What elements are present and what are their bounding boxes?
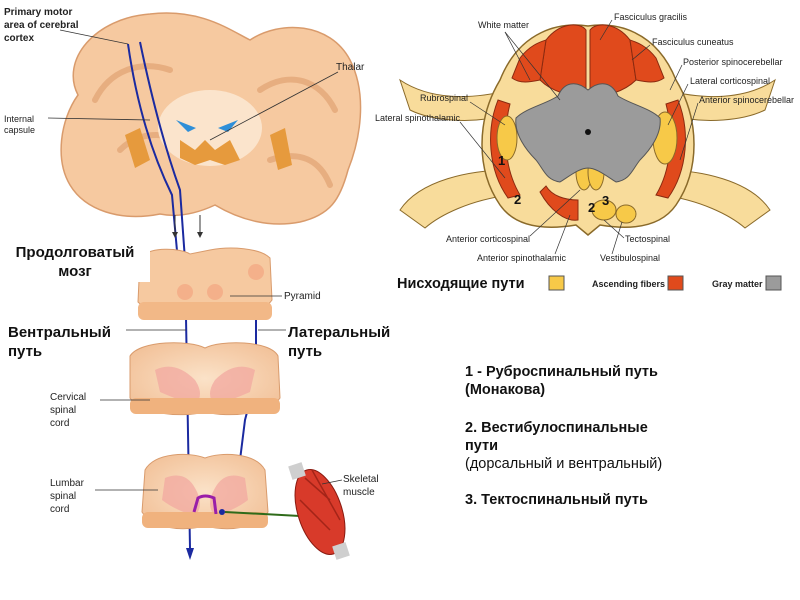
primary-motor-label-2: area of cerebral: [4, 20, 79, 31]
note-2-line-3: (дорсальный и вентральный): [465, 456, 662, 472]
marker-1: 1: [498, 153, 505, 168]
vestibulospinal-label: Vestibulospinal: [600, 253, 660, 263]
posterior-spinocerebellar-label: Posterior spinocerebellar: [683, 57, 783, 67]
lateral-tract-label-1: Латеральный: [288, 324, 390, 341]
note-2-line-1: 2. Вестибулоспинальные: [465, 420, 648, 436]
legend-ascending-label: Ascending fibers: [592, 279, 665, 289]
legend-descending-swatch: [549, 276, 564, 290]
tectospinal-label: Tectospinal: [625, 234, 670, 244]
anterior-spinothalamic-label: Anterior spinothalamic: [477, 253, 567, 263]
primary-motor-label-3: cortex: [4, 33, 34, 44]
rubrospinal-label: Rubrospinal: [420, 93, 468, 103]
note-2-line-2: пути: [465, 438, 498, 454]
skeletal-muscle-label-2: muscle: [343, 487, 375, 498]
skeletal-muscle-label-1: Skeletal: [343, 474, 379, 485]
legend-descending-label: Нисходящие пути: [397, 276, 525, 292]
thalamus-label: Thalar: [336, 62, 365, 73]
note-1-line-1: 1 - Руброспинальный путь: [465, 364, 658, 380]
marker-2-left: 2: [514, 192, 521, 207]
medulla-label-2: мозг: [58, 263, 92, 280]
direction-arrows: [175, 215, 200, 236]
descending-arrow-head: [186, 548, 194, 560]
legend: Нисходящие пути Ascending fibers Gray ma…: [397, 276, 781, 292]
lumbar-label-1: Lumbar: [50, 478, 85, 489]
pyramid-label: Pyramid: [284, 291, 321, 302]
lateral-corticospinal-label: Lateral corticospinal: [690, 76, 770, 86]
fasciculus-gracilis-label: Fasciculus gracilis: [614, 12, 688, 22]
ventral-tract-label-2: путь: [8, 343, 42, 360]
note-1-line-2: (Монакова): [465, 382, 545, 398]
fasciculus-cuneatus-label: Fasciculus cuneatus: [652, 37, 734, 47]
marker-3: 3: [602, 193, 609, 208]
lumbar-cord-section: [142, 454, 308, 528]
cervical-cord-section: [130, 343, 280, 415]
ventral-tract-label-1: Вентральный: [8, 324, 111, 341]
cervical-label-3: cord: [50, 418, 69, 429]
marker-2-right: 2: [588, 200, 595, 215]
internal-capsule-label-1: Internal: [4, 114, 34, 124]
central-canal: [585, 129, 591, 135]
medulla-section: [138, 248, 272, 320]
lateral-tract-label-2: путь: [288, 343, 322, 360]
cervical-label-1: Cervical: [50, 392, 86, 403]
lumbar-label-3: cord: [50, 504, 69, 515]
anterior-spinocerebellar-label: Anterior spinocerebellar: [699, 95, 794, 105]
medulla-label-1: Продолговатый: [16, 244, 135, 261]
lumbar-label-2: spinal: [50, 491, 76, 502]
anterior-corticospinal-label: Anterior corticospinal: [446, 234, 530, 244]
lateral-spinothalamic-label: Lateral spinothalamic: [375, 113, 461, 123]
note-3: 3. Тектоспинальный путь: [465, 492, 648, 508]
cervical-label-2: spinal: [50, 405, 76, 416]
legend-gray-swatch: [766, 276, 781, 290]
white-matter-label: White matter: [478, 20, 529, 30]
internal-capsule-label-2: capsule: [4, 125, 35, 135]
primary-motor-label-1: Primary motor: [4, 7, 72, 18]
legend-gray-label: Gray matter: [712, 279, 763, 289]
notes-block: 1 - Руброспинальный путь (Монакова) 2. В…: [465, 364, 662, 508]
legend-ascending-swatch: [668, 276, 683, 290]
